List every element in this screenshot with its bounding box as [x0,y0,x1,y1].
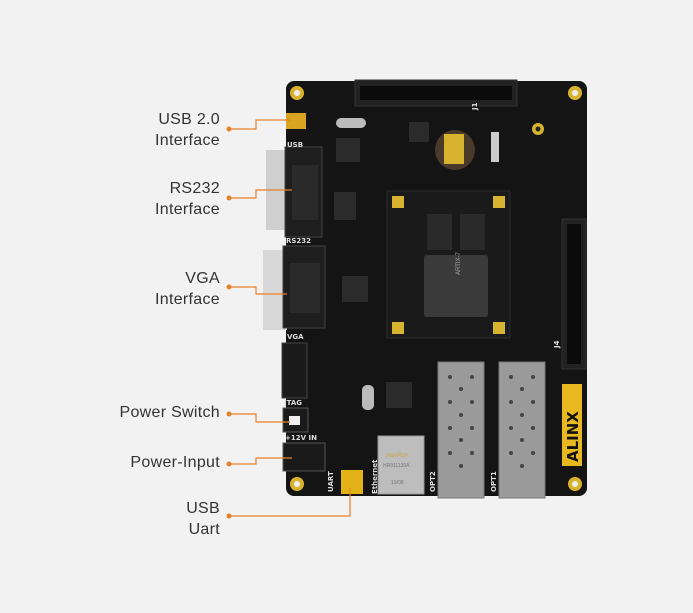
svg-text:OPT2: OPT2 [429,471,437,492]
svg-text:USB: USB [287,141,303,149]
callout-line1: Power Switch [119,404,220,421]
ethernet-jack [377,435,425,495]
usb-2-0-connector [286,113,306,129]
callout-power-input: Power-Input [130,452,220,473]
alinx-logo [562,384,582,466]
sfp-cage-opt2 [437,361,485,499]
callout-line1: Power-Input [130,454,220,471]
svg-text:J1: J1 [471,102,479,111]
svg-text:J4: J4 [553,340,561,349]
svg-text:JTAG: JTAG [283,399,302,407]
callout-rs232-interface: RS232 Interface [155,178,220,220]
svg-text:Ethernet: Ethernet [371,459,379,494]
svg-text:ALINX: ALINX [564,411,582,462]
callout-line2: Interface [155,132,220,149]
svg-text:UART: UART [327,471,335,492]
callout-line1: USB [186,500,220,517]
sfp-cage-opt1 [498,361,546,499]
svg-text:RS232: RS232 [286,237,311,245]
callout-usb-2-0-interface: USB 2.0 Interface [155,109,220,151]
fpga-chip [424,255,488,317]
callout-line2: Interface [155,201,220,218]
svg-text:HR911130A: HR911130A [383,463,410,469]
callout-line1: RS232 [169,180,220,197]
svg-text:ARTIX-7: ARTIX-7 [456,251,462,275]
svg-text:19/08: 19/08 [391,480,404,486]
svg-text:+12V IN: +12V IN [285,434,317,442]
svg-text:HanRun: HanRun [386,453,409,459]
callout-dots [226,126,232,519]
usb-uart-connector [341,470,363,494]
jtag-header [281,342,308,399]
svg-text:OPT1: OPT1 [490,471,498,492]
callout-vga-interface: VGA Interface [155,268,220,310]
callout-usb-uart: USB Uart [186,498,220,540]
svg-text:VGA: VGA [287,333,304,341]
callout-line2: Uart [188,521,220,538]
callout-power-switch: Power Switch [119,402,220,423]
callout-line1: VGA [185,270,220,287]
callout-leader-lines [229,119,351,517]
power-input-jack [282,442,326,472]
callout-line2: Interface [155,291,220,308]
callout-line1: USB 2.0 [158,111,220,128]
